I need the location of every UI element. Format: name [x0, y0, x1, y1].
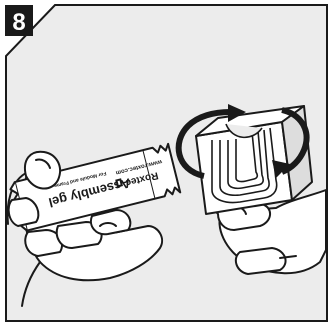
step-badge: 8	[5, 5, 33, 36]
step-number: 8	[12, 9, 25, 36]
